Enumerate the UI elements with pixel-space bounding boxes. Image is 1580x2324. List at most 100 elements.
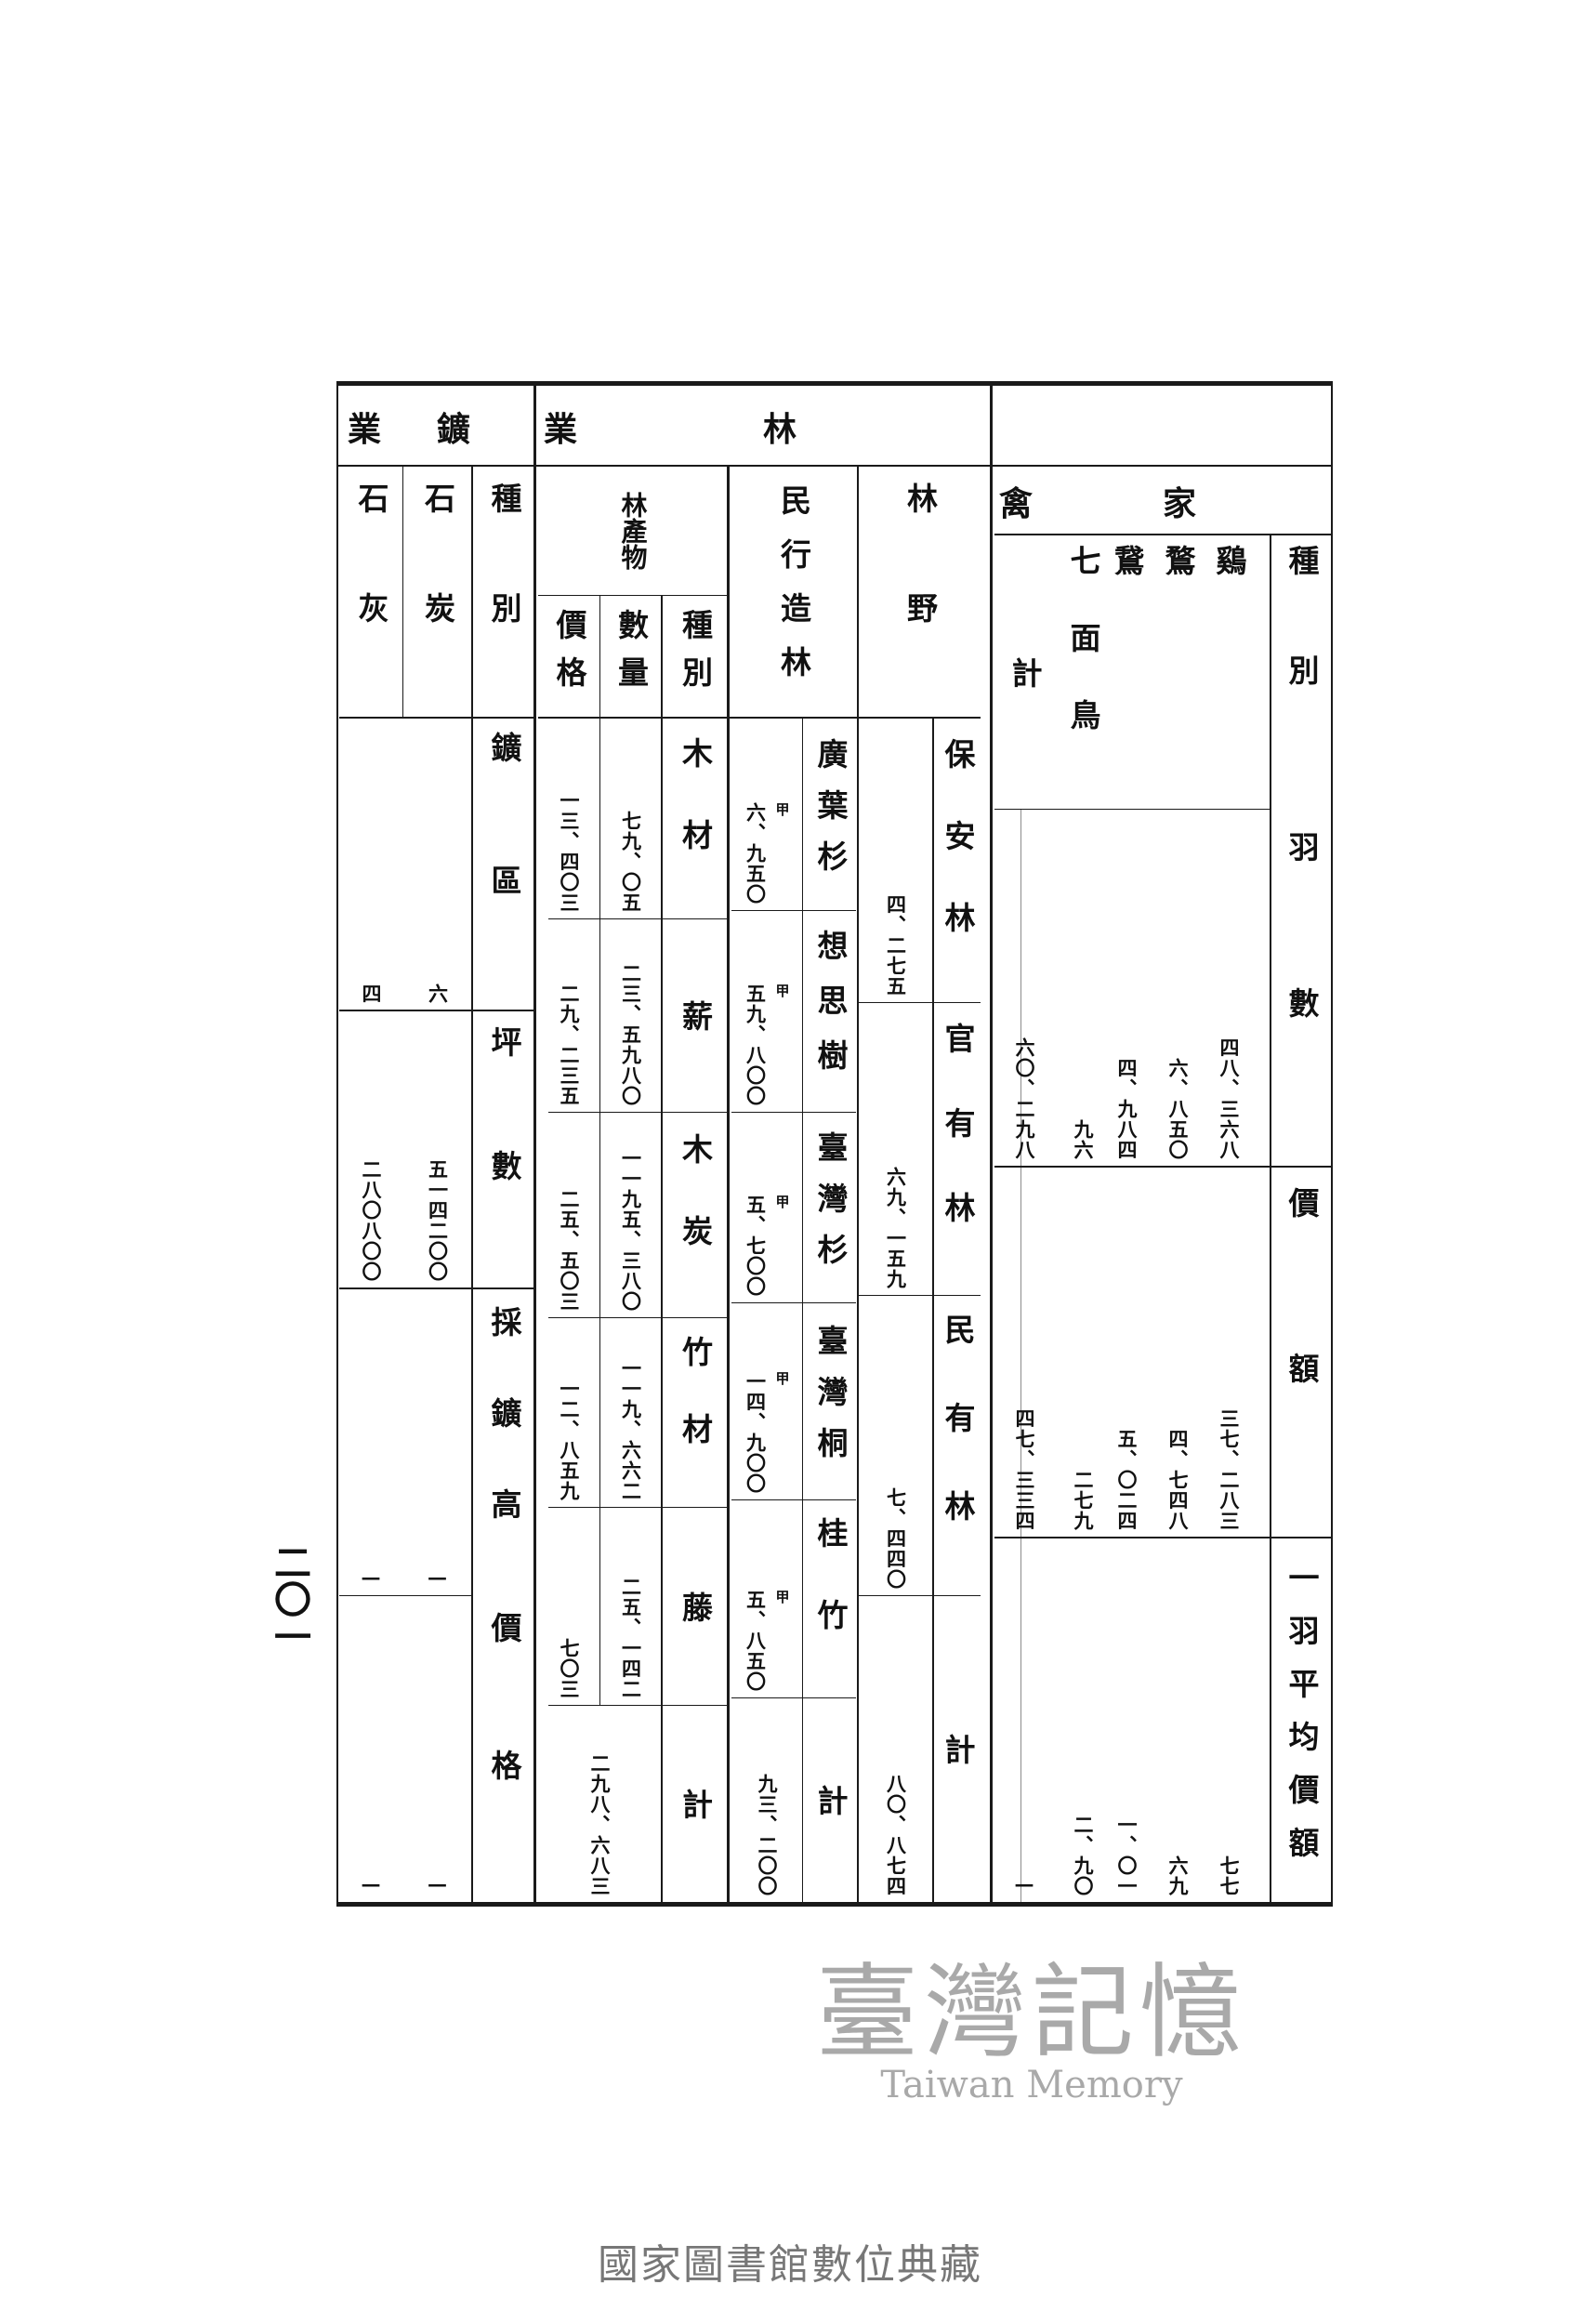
afforestation-label: 桂竹 xyxy=(812,1517,849,1681)
watermark: 臺灣記憶 Taiwan Memory xyxy=(790,1961,1273,2106)
afforestation-value: 甲五、七〇〇 xyxy=(744,1195,791,1297)
col-price-header: 價格 xyxy=(551,609,587,704)
header-rule xyxy=(336,465,1333,467)
mining-value: — xyxy=(426,1565,449,1590)
poultry-value: 四、七四八 xyxy=(1166,1429,1190,1531)
rule xyxy=(339,717,534,719)
footer-credit: 國家圖書館數位典藏 xyxy=(598,2241,982,2289)
forest-land-value: 四、二七五 xyxy=(884,894,908,997)
afforestation-value: 甲五、八五〇 xyxy=(744,1590,791,1692)
rule xyxy=(661,595,663,1904)
mining-row-label: 鑛區 xyxy=(486,731,522,997)
watermark-chinese: 臺灣記憶 xyxy=(816,1953,1247,2072)
product-label: 木材 xyxy=(677,736,714,901)
product-quantity: 二五、一四二 xyxy=(619,1577,643,1699)
afforestation-header: 民行造林 xyxy=(775,483,812,700)
product-quantity: 一一九五、三八〇 xyxy=(619,1148,643,1312)
product-label: 藤 xyxy=(677,1591,714,1622)
poultry-type-header: 種別 xyxy=(1284,545,1320,764)
mining-title: 鑛業 xyxy=(347,409,526,449)
afforestation-label: 臺灣桐 xyxy=(812,1325,849,1478)
forest-products-header: 林產物 xyxy=(617,492,649,570)
poultry-value: 七七 xyxy=(1218,1855,1241,1896)
product-quantity: 七九、〇五 xyxy=(619,811,643,913)
rule xyxy=(857,465,859,1904)
afforestation-value: 九三、二〇〇 xyxy=(756,1774,779,1896)
watermark-english: Taiwan Memory xyxy=(880,2064,1183,2106)
poultry-value: 二七九 xyxy=(1072,1470,1095,1531)
forestry-title: 林業 xyxy=(543,409,982,449)
poultry-title: 家禽 xyxy=(998,484,1326,523)
rule xyxy=(548,1112,727,1113)
rule xyxy=(994,809,1270,810)
page-number: 二〇一 xyxy=(268,1543,311,1655)
rule xyxy=(548,1705,727,1706)
product-quantity: 二三、五九八〇 xyxy=(619,963,643,1106)
table-bottom-rule xyxy=(336,1902,1333,1907)
rule xyxy=(859,1002,981,1003)
rule xyxy=(548,1317,727,1318)
product-quantity: 一一九、六六二 xyxy=(619,1358,643,1501)
forest-land-label: 民有林 xyxy=(940,1313,976,1578)
poultry-value: 二、九〇 xyxy=(1072,1815,1095,1896)
rule xyxy=(548,918,727,919)
rule xyxy=(339,1010,534,1011)
rule xyxy=(402,465,403,717)
afforestation-value: 甲六、九五〇 xyxy=(744,802,791,905)
poultry-value: 一、〇一 xyxy=(1115,1815,1139,1896)
poultry-value: 九六 xyxy=(1072,1119,1095,1160)
mining-item-coal: 石炭 xyxy=(419,482,456,702)
forest-land-value: 六九、一五九 xyxy=(884,1167,908,1289)
poultry-value: 六〇、二九八 xyxy=(1013,1037,1036,1160)
product-label: 木炭 xyxy=(677,1133,714,1297)
rule xyxy=(932,717,934,1904)
rule xyxy=(731,1697,856,1698)
product-total-price: 二九八、六八三 xyxy=(588,1753,612,1896)
mining-type-header: 種別 xyxy=(486,482,522,702)
rule xyxy=(1270,534,1271,1904)
section-divider-mining xyxy=(533,383,536,1904)
rule xyxy=(538,717,981,719)
poultry-value: — xyxy=(1012,1872,1036,1896)
rule xyxy=(994,534,1331,535)
mining-row-label: 坪數 xyxy=(486,1025,522,1274)
rule xyxy=(548,1507,727,1508)
species-total: 計 xyxy=(1007,656,1043,688)
rule xyxy=(994,1166,1331,1168)
rule xyxy=(731,910,856,911)
mining-row-label: 價格 xyxy=(486,1611,522,1887)
rule xyxy=(1020,809,1021,1904)
species-duck: 鶩 xyxy=(1160,545,1196,575)
table-left-rule xyxy=(336,383,338,1904)
species-goose: 鵞 xyxy=(1109,545,1145,575)
mining-value: 五一四二〇〇 xyxy=(426,1159,450,1282)
product-label: 薪 xyxy=(677,1000,714,1031)
forest-land-label: 計 xyxy=(940,1734,976,1764)
col-quantity-header: 數量 xyxy=(612,609,650,704)
poultry-row-label: 價額 xyxy=(1284,1186,1320,1518)
mining-row-label: 採鑛高 xyxy=(486,1306,522,1579)
forest-land-header: 林野 xyxy=(902,482,939,702)
forest-land-value: 七、四四〇 xyxy=(884,1487,908,1590)
species-turkey: 七面鳥 xyxy=(1065,545,1101,776)
product-label: 竹材 xyxy=(677,1335,714,1490)
forest-land-label: 保安林 xyxy=(940,737,976,984)
poultry-value: 六、八五〇 xyxy=(1166,1058,1190,1160)
rule xyxy=(538,595,727,596)
poultry-row-label: 一羽平均價額 xyxy=(1284,1561,1320,1880)
rule xyxy=(994,1537,1331,1538)
mining-value: 六 xyxy=(426,984,450,1004)
mining-value: — xyxy=(359,1565,383,1590)
rule xyxy=(731,1499,856,1500)
rule xyxy=(339,1287,534,1289)
afforestation-value: 甲一四、九〇〇 xyxy=(744,1371,791,1494)
afforestation-label: 廣葉杉 xyxy=(812,737,849,891)
poultry-value: 四七、三三四 xyxy=(1013,1408,1036,1531)
afforestation-value: 甲五九、八〇〇 xyxy=(744,984,791,1106)
rule xyxy=(859,1295,981,1296)
rule xyxy=(731,1112,856,1113)
afforestation-label: 計 xyxy=(812,1785,849,1816)
mining-value: 二八〇八〇〇 xyxy=(360,1159,383,1282)
product-price: 二五、五〇三 xyxy=(558,1189,581,1312)
rule xyxy=(727,465,730,1904)
